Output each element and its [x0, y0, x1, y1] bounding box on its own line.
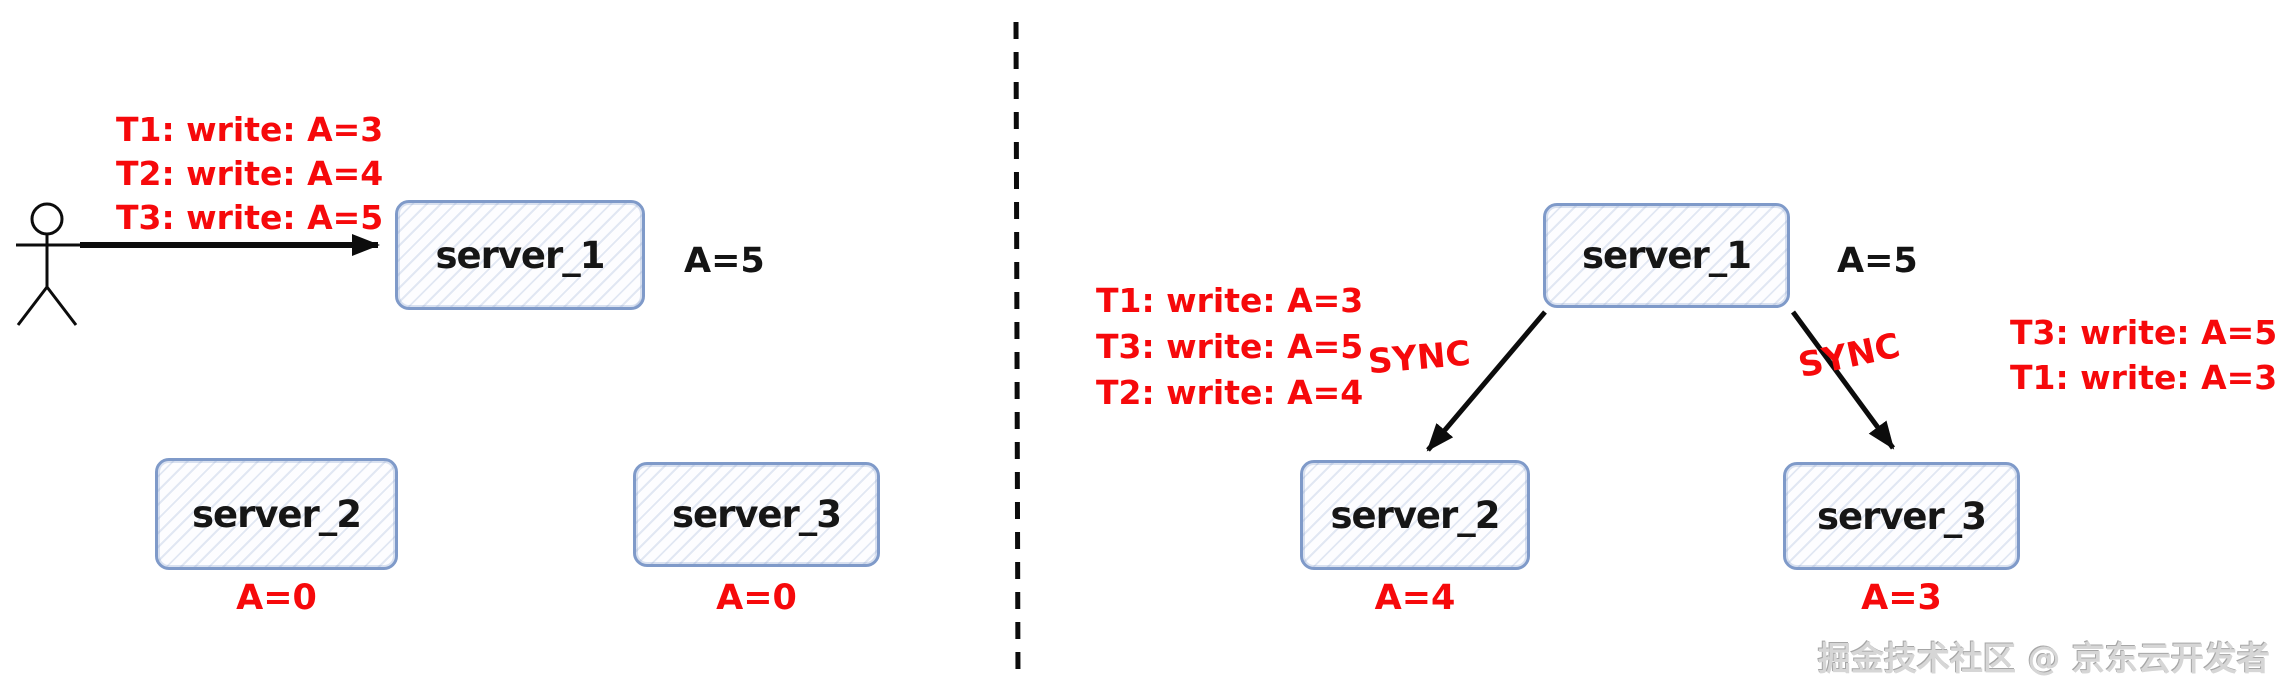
- server1-value-left: A=5: [684, 241, 765, 281]
- server3-label: server_3: [1816, 494, 1987, 538]
- server2-node-left: server_2: [155, 458, 398, 570]
- client-write-line: T1: write: A=3: [116, 110, 384, 149]
- client-write-line: T3: write: A=5: [116, 198, 384, 237]
- divider-dashed-line: [1013, 21, 1021, 683]
- sync-write-line: T1: write: A=3: [1096, 281, 1364, 320]
- server1-label: server_1: [1581, 234, 1752, 277]
- server3-value-left: A=0: [716, 578, 797, 618]
- sync-write-line: T2: write: A=4: [1096, 373, 1364, 412]
- server3-node-left: server_3: [633, 462, 880, 567]
- client-writes-list: T1: write: A=3 T2: write: A=4 T3: write:…: [116, 108, 383, 240]
- server2-label: server_2: [1330, 493, 1500, 537]
- server2-value-right: A=4: [1374, 578, 1456, 618]
- sync-arrow-to-server2: [1426, 310, 1547, 452]
- sync-write-line: T3: write: A=5: [2010, 313, 2278, 352]
- server3-label: server_3: [671, 493, 842, 536]
- watermark-text: 掘金技术社区 @ 京东云开发者: [1818, 639, 2270, 678]
- server2-node-right: server_2: [1300, 460, 1530, 570]
- client-write-line: T2: write: A=4: [116, 154, 384, 193]
- sync-write-line: T1: write: A=3: [2010, 358, 2278, 397]
- person-icon: [16, 202, 80, 326]
- server1-value-right: A=5: [1837, 241, 1918, 281]
- sync-writes-server3-list: T3: write: A=5 T1: write: A=3: [2010, 310, 2277, 400]
- server3-node-right: server_3: [1783, 462, 2020, 570]
- sync-writes-server2-list: T1: write: A=3 T3: write: A=5 T2: write:…: [1096, 278, 1363, 416]
- sync-arrow-to-server3: [1790, 310, 1896, 450]
- server2-label: server_2: [191, 492, 362, 536]
- server1-node-right: server_1: [1543, 203, 1790, 308]
- server3-value-right: A=3: [1861, 578, 1942, 618]
- sync-write-line: T3: write: A=5: [1096, 327, 1364, 366]
- server1-label: server_1: [435, 233, 605, 277]
- server2-value-left: A=0: [236, 578, 317, 618]
- server1-node-left: server_1: [395, 200, 645, 310]
